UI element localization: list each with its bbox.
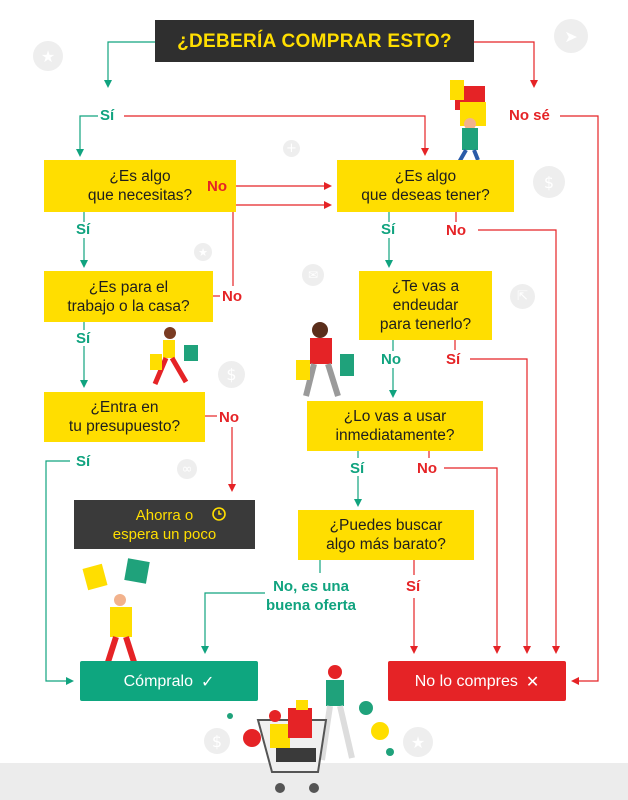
label-no-presupuesto: No — [219, 409, 239, 426]
star-icon: ★ — [403, 727, 433, 757]
dollar-icon: $ — [533, 166, 565, 198]
infinity-icon: ∞ — [177, 459, 197, 479]
edge-si-nocompres-2 — [470, 358, 531, 654]
result-compralo: Cómpralo ✓ — [80, 661, 258, 701]
close-icon: ✕ — [525, 671, 540, 691]
node-trabajo: ¿Es para el trabajo o la casa? — [44, 271, 213, 322]
edge-si-deseas — [124, 115, 429, 156]
check-icon: ✓ — [200, 671, 215, 691]
cursor-icon: ⇱ — [510, 284, 535, 309]
dollar-icon: $ — [218, 361, 245, 388]
edge-si-necesitas — [76, 115, 98, 157]
label-si-title: Sí — [100, 107, 115, 124]
label-no-usar: No — [417, 460, 437, 477]
dollar-icon: $ — [204, 728, 230, 754]
label-si-presupuesto: Sí — [76, 453, 91, 470]
shopping-cart-illustration — [227, 665, 394, 793]
node-necesitas: ¿Es algo que necesitas? — [44, 160, 236, 212]
edge-title-si — [104, 41, 155, 88]
label-no-necesitas: No — [207, 178, 227, 195]
edge-no-deseas — [232, 201, 332, 286]
label-buena-oferta: No, es una buena oferta — [266, 578, 357, 614]
result-no-compres: No lo compres ✕ — [388, 661, 566, 701]
person-celebrating-illustration — [82, 558, 150, 663]
edge-oferta-compralo — [201, 592, 265, 654]
edge-nose-nocompres — [560, 115, 599, 685]
star-icon: ★ — [33, 41, 63, 71]
label-si-deseas: Sí — [381, 221, 396, 238]
edge-no-nocompres-3 — [444, 467, 501, 654]
label-no-deseas: No — [446, 222, 466, 239]
label-si-trabajo: Sí — [76, 330, 91, 347]
person-with-gifts-illustration — [450, 80, 486, 165]
woman-with-bags-illustration — [150, 327, 198, 385]
label-no-se: No sé — [509, 107, 550, 124]
flowchart-title: ¿DEBERÍA COMPRAR ESTO? — [155, 20, 474, 62]
man-with-bags-illustration — [296, 322, 354, 397]
label-si-usar: Sí — [350, 460, 365, 477]
label-si-endeudar: Sí — [446, 351, 461, 368]
node-ahorra: Ahorra o espera un poco — [74, 500, 255, 549]
node-ahorra-text: Ahorra o espera un poco — [112, 506, 217, 543]
node-deseas: ¿Es algo que deseas tener? — [337, 160, 514, 212]
edge-presupuesto-si — [45, 460, 74, 685]
node-barato: ¿Puedes buscar algo más barato? — [298, 510, 474, 560]
node-endeudar: ¿Te vas a endeudar para tenerlo? — [359, 271, 492, 340]
node-presupuesto: ¿Entra en tu presupuesto? — [44, 392, 205, 442]
edge-no-nocompres-1 — [478, 229, 560, 654]
edge-title-nose — [474, 41, 538, 88]
label-no-endeudar: No — [381, 351, 401, 368]
star-icon: ★ — [194, 243, 212, 261]
label-si-barato: Sí — [406, 578, 421, 595]
result-no-compres-label: No lo compres — [414, 672, 518, 690]
result-compralo-label: Cómpralo — [123, 672, 193, 690]
mail-icon: ✉ — [302, 264, 324, 286]
paper-plane-icon: ➤ — [554, 19, 588, 53]
label-no-trabajo: No — [222, 288, 242, 305]
node-usar: ¿Lo vas a usar inmediatamente? — [307, 401, 483, 451]
label-si-necesitas: Sí — [76, 221, 91, 238]
clock-icon — [212, 507, 226, 521]
plus-icon: + — [283, 140, 300, 157]
